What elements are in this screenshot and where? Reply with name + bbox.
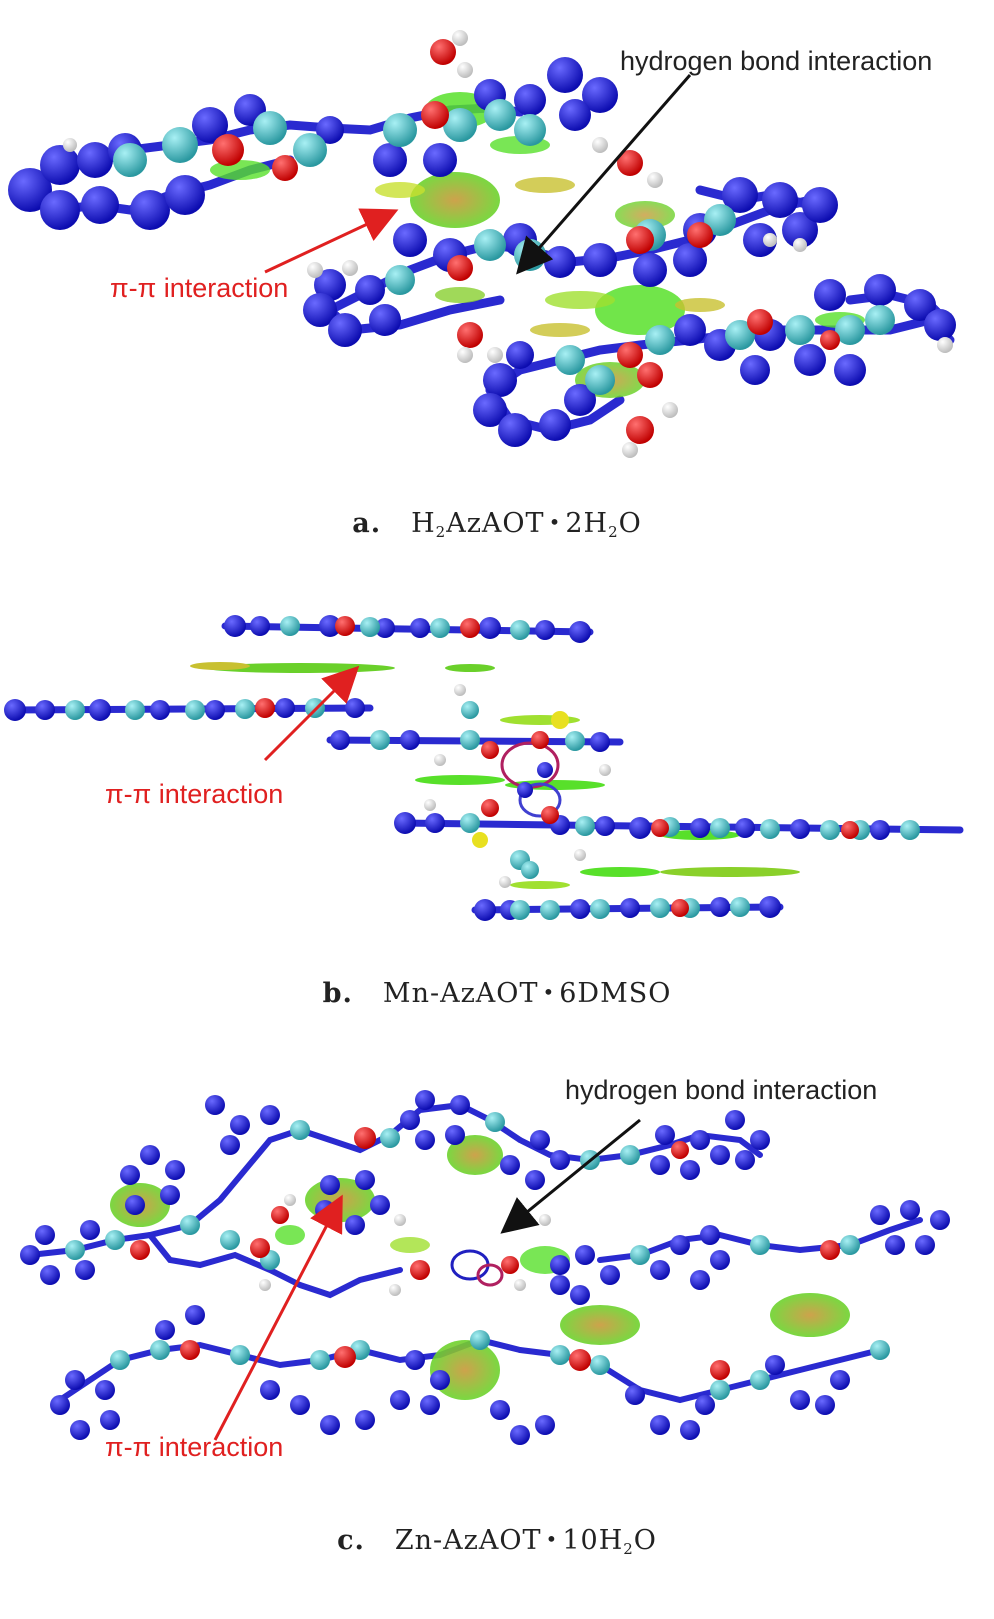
annotations-c: hydrogen bond interaction π-π interactio… (105, 1075, 877, 1462)
caption-compound-c: Zn-AzAOT•10H2O (394, 1525, 657, 1558)
hbond-label-c: hydrogen bond interaction (565, 1075, 877, 1105)
caption-compound-b: Mn-AzAOT•6DMSO (382, 978, 672, 1009)
pipi-label-b: π-π interaction (105, 779, 283, 809)
pipi-label-a: π-π interaction (110, 273, 288, 303)
isosurfaces-b (190, 662, 800, 889)
pipi-arrow-a (264, 208, 399, 274)
caption-letter-b: b. (322, 978, 353, 1009)
hbond-label-a: hydrogen bond interaction (620, 46, 932, 76)
caption-letter-a: a. (352, 508, 382, 539)
hbond-arrow-c (500, 1118, 641, 1234)
pipi-label-c: π-π interaction (105, 1432, 283, 1462)
isosurfaces-c (110, 1135, 850, 1400)
pipi-arrow-b (263, 665, 360, 762)
panel-a: hydrogen bond interaction π-π interactio… (0, 0, 994, 541)
atoms-c (20, 1090, 950, 1445)
caption-b: b. Mn-AzAOT•6DMSO (0, 978, 994, 1009)
caption-c: c. Zn-AzAOT•10H2O (0, 1525, 994, 1558)
molecular-structure-b: π-π interaction (4, 615, 964, 921)
panel-b: π-π interaction b. Mn-AzAOT•6DMSO (0, 590, 994, 1070)
atoms-b (4, 615, 920, 921)
caption-a: a. H2AzAOT•2H2O (0, 508, 994, 541)
panel-c: hydrogen bond interaction π-π interactio… (0, 1060, 994, 1619)
annotations-b: π-π interaction (105, 665, 360, 809)
annotations-a: hydrogen bond interaction π-π interactio… (110, 46, 932, 303)
pipi-arrow-c (213, 1194, 343, 1441)
caption-letter-c: c. (337, 1525, 365, 1556)
atoms-a (8, 30, 956, 458)
hbond-arrow-a (516, 74, 692, 275)
molecular-structure-c: hydrogen bond interaction π-π interactio… (20, 1075, 950, 1462)
molecular-structure-a: hydrogen bond interaction π-π interactio… (8, 30, 956, 458)
caption-compound-a: H2AzAOT•2H2O (411, 508, 642, 541)
